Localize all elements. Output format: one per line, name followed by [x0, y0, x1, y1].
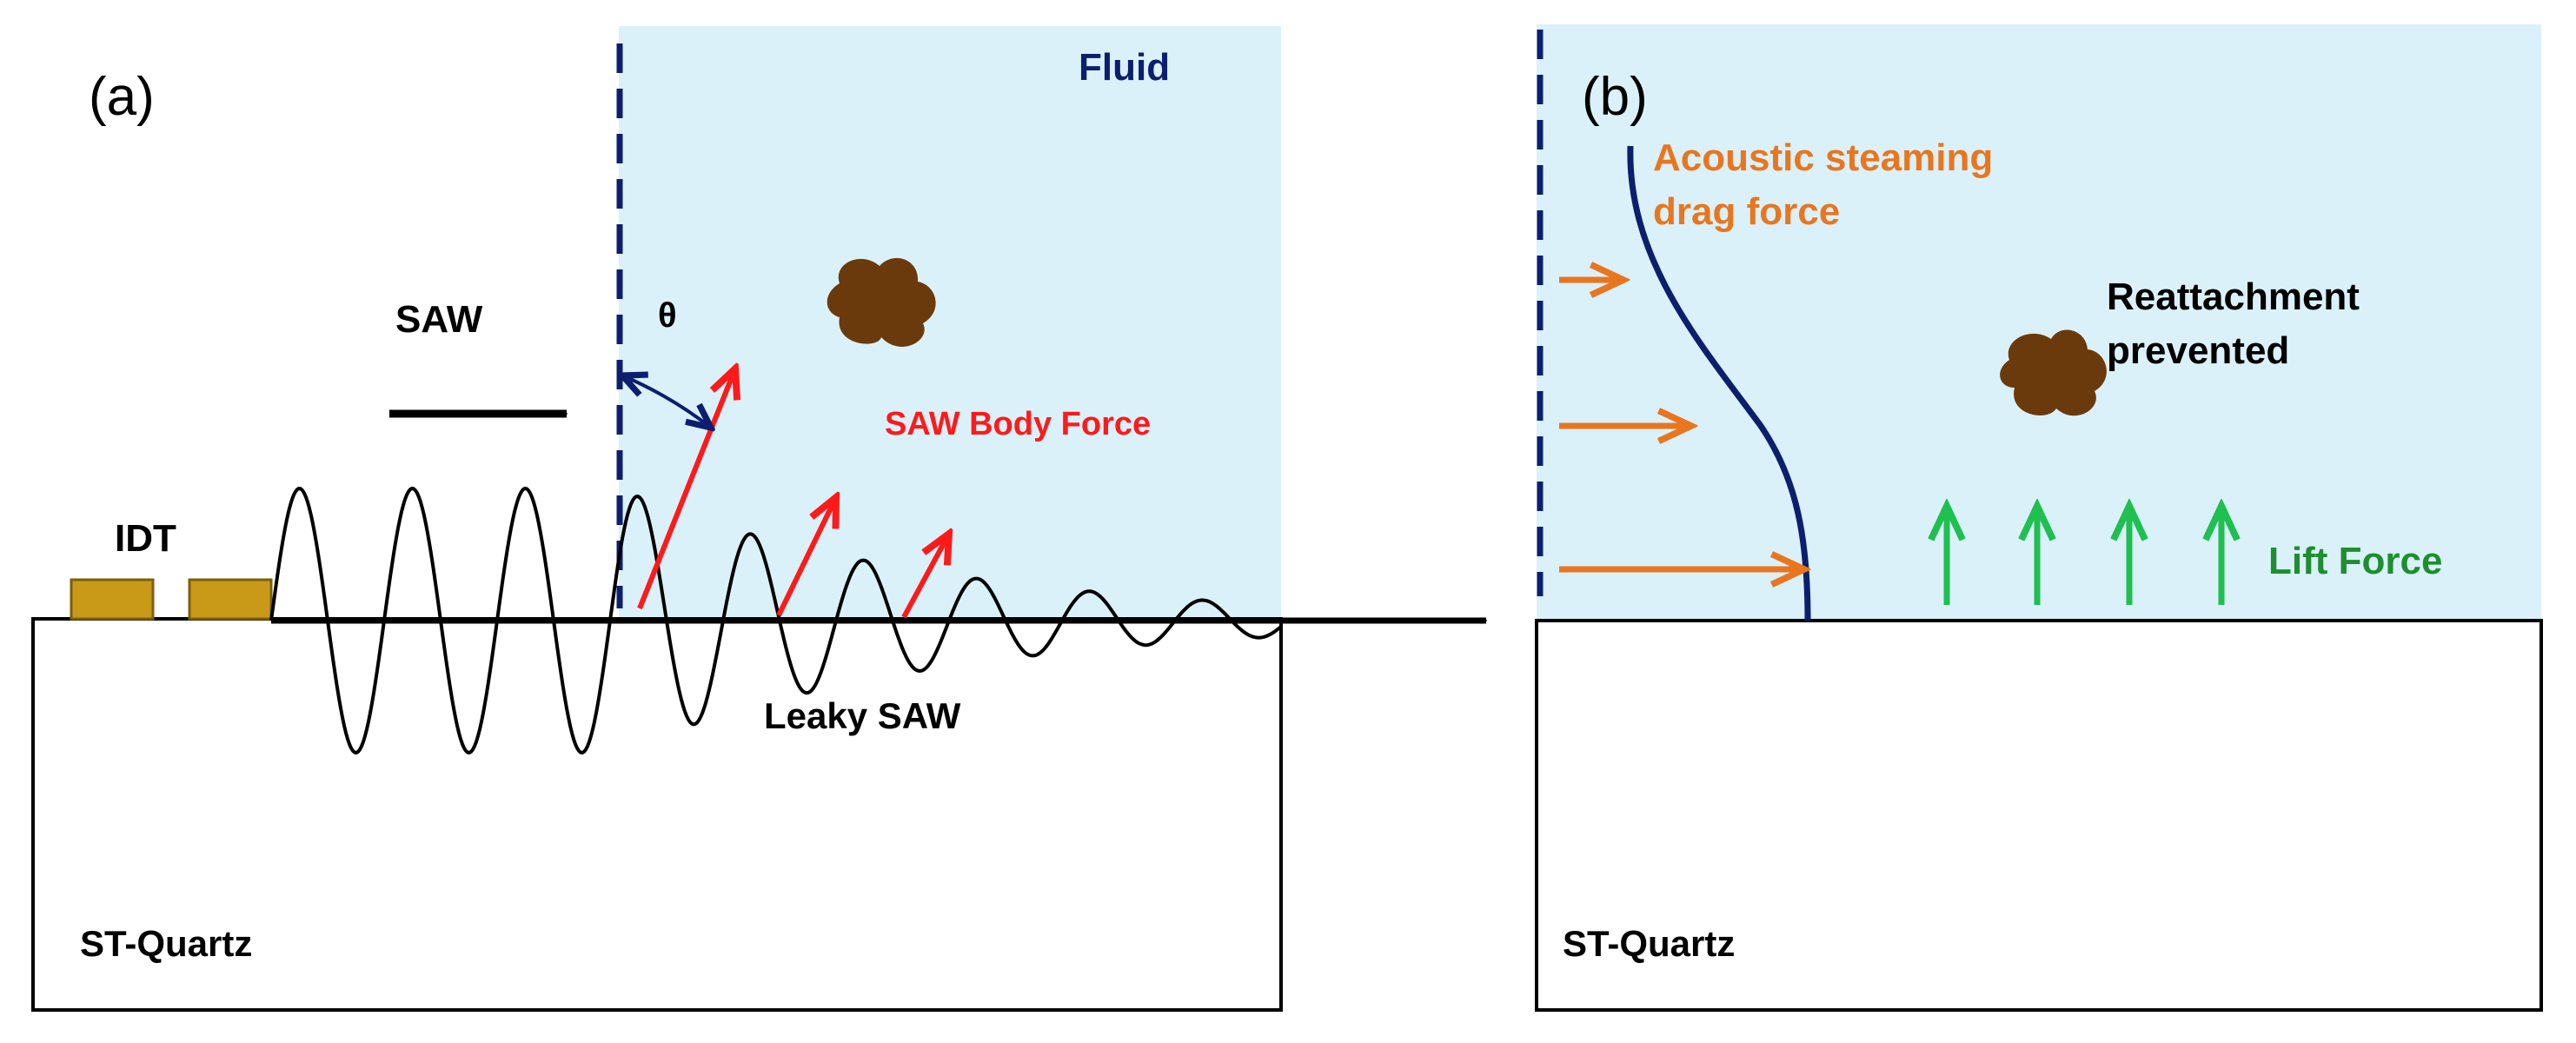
saw-label: SAW [395, 298, 483, 341]
particle-b [2000, 329, 2107, 416]
reattach-label-line2: prevented [2107, 329, 2289, 372]
panel-b: (b) Acoustic steaming drag force Reattac… [1535, 24, 2543, 1012]
panel-a: (a) Fluid SAW θ SAW Body Force IDT Leaky… [31, 26, 1486, 1012]
leaky-saw-wave [269, 486, 1283, 755]
substrate-label-b: ST-Quartz [1563, 923, 1735, 964]
streaming-label-line1: Acoustic steaming [1653, 136, 1993, 179]
idt-electrode-2 [188, 578, 273, 621]
fluid-label: Fluid [1079, 46, 1170, 89]
fluid-region-a [619, 26, 1281, 619]
streaming-label-line2: drag force [1653, 190, 1840, 233]
body-force-label: SAW Body Force [885, 406, 1151, 442]
lift-force-label: Lift Force [2268, 540, 2442, 582]
panel-b-label: (b) [1582, 67, 1648, 127]
quartz-substrate-b [1535, 619, 2543, 1012]
reattach-label-line1: Reattachment [2107, 276, 2360, 318]
leaky-saw-label: Leaky SAW [764, 695, 961, 736]
theta-label: θ [658, 296, 677, 335]
theta-angle-arrow [622, 375, 711, 428]
idt-electrode-1 [70, 578, 155, 621]
body-force-arrow-3 [901, 534, 949, 619]
streaming-velocity-profile [1627, 145, 1811, 621]
particle-a [827, 257, 936, 347]
panel-a-label: (a) [89, 67, 155, 127]
body-force-arrow-2 [776, 497, 836, 617]
substrate-label-a: ST-Quartz [80, 923, 252, 964]
body-force-arrow-1 [637, 369, 735, 610]
idt-label: IDT [115, 517, 176, 560]
quartz-substrate-a [31, 617, 1283, 1012]
